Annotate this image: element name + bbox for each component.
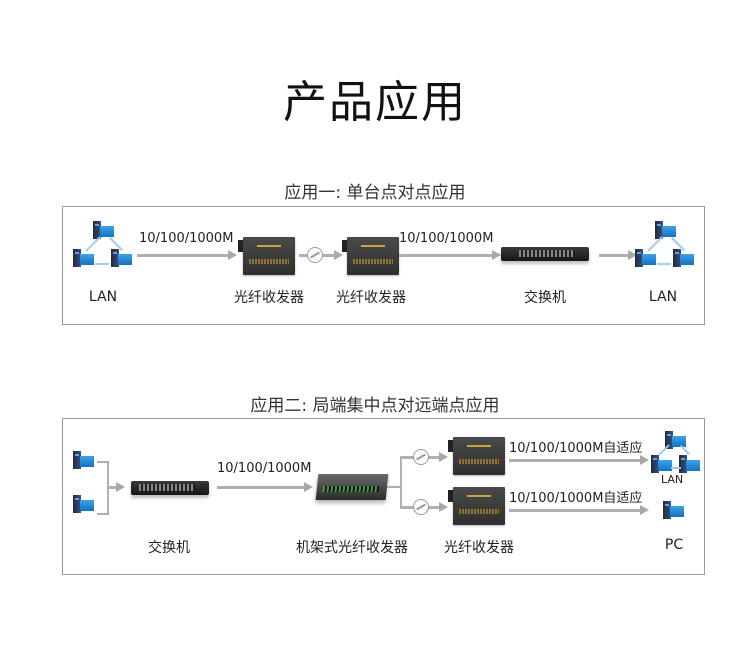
switch-label: 交换机 bbox=[524, 290, 566, 306]
arrow-pcs-to-switch bbox=[107, 482, 125, 492]
lan-left-label: LAN bbox=[88, 289, 118, 305]
app2-title: 应用二: 局端集中点对远端点应用 bbox=[250, 396, 500, 416]
arrow-switch-to-rack bbox=[217, 482, 313, 492]
pc-label: PC bbox=[664, 537, 684, 553]
arrow-converter-to-pc bbox=[509, 505, 649, 515]
speed-label-2: 10/100/1000M bbox=[399, 231, 494, 246]
fiber-converter-2 bbox=[342, 237, 399, 275]
converter1-label: 光纤收发器 bbox=[234, 290, 304, 306]
arrow-lan-to-converter bbox=[137, 250, 237, 260]
speed-label-bottom: 10/100/1000M自适应 bbox=[509, 491, 643, 506]
rack-converter-icon bbox=[315, 474, 389, 500]
fiber-cable-icon bbox=[413, 499, 429, 515]
speed-label-1: 10/100/1000M bbox=[139, 231, 234, 246]
switch-icon bbox=[131, 481, 209, 495]
fiber-converter-bottom bbox=[448, 487, 505, 525]
switch-icon bbox=[501, 247, 589, 261]
lan-left-icon bbox=[73, 219, 133, 271]
pc-icon bbox=[73, 451, 95, 471]
arrow-converter-to-switch bbox=[399, 250, 501, 260]
converter2-label: 光纤收发器 bbox=[336, 290, 406, 306]
fiber-converter-top bbox=[448, 437, 505, 475]
page-title: 产品应用 bbox=[283, 77, 467, 128]
arrow-converter-to-lan bbox=[509, 455, 649, 465]
app2-switch-label: 交换机 bbox=[148, 540, 190, 556]
speed-label-main: 10/100/1000M bbox=[217, 461, 312, 476]
app1-title: 应用一: 单台点对点应用 bbox=[284, 183, 466, 203]
rack-label: 机架式光纤收发器 bbox=[296, 540, 408, 556]
fiber-cable-icon bbox=[413, 449, 429, 465]
app1-diagram-panel: LAN 10/100/1000M 光纤收发器 光纤收发器 10/100/1000… bbox=[62, 206, 705, 325]
speed-label-top: 10/100/1000M自适应 bbox=[509, 441, 643, 456]
lan-icon bbox=[651, 431, 701, 475]
pc-icon bbox=[663, 501, 685, 521]
app2-converter-label: 光纤收发器 bbox=[444, 540, 514, 556]
app2-diagram-panel: 交换机 10/100/1000M 机架式光纤收发器 光纤收发器 10/100/1… bbox=[62, 418, 705, 575]
fiber-converter-1 bbox=[238, 237, 295, 275]
arrow-switch-to-lan bbox=[599, 250, 637, 260]
lan-right-label: LAN bbox=[648, 289, 678, 305]
pc-icon bbox=[73, 495, 95, 515]
lan-label: LAN bbox=[661, 473, 684, 486]
fiber-cable-icon bbox=[307, 247, 323, 263]
lan-right-icon bbox=[635, 219, 695, 271]
